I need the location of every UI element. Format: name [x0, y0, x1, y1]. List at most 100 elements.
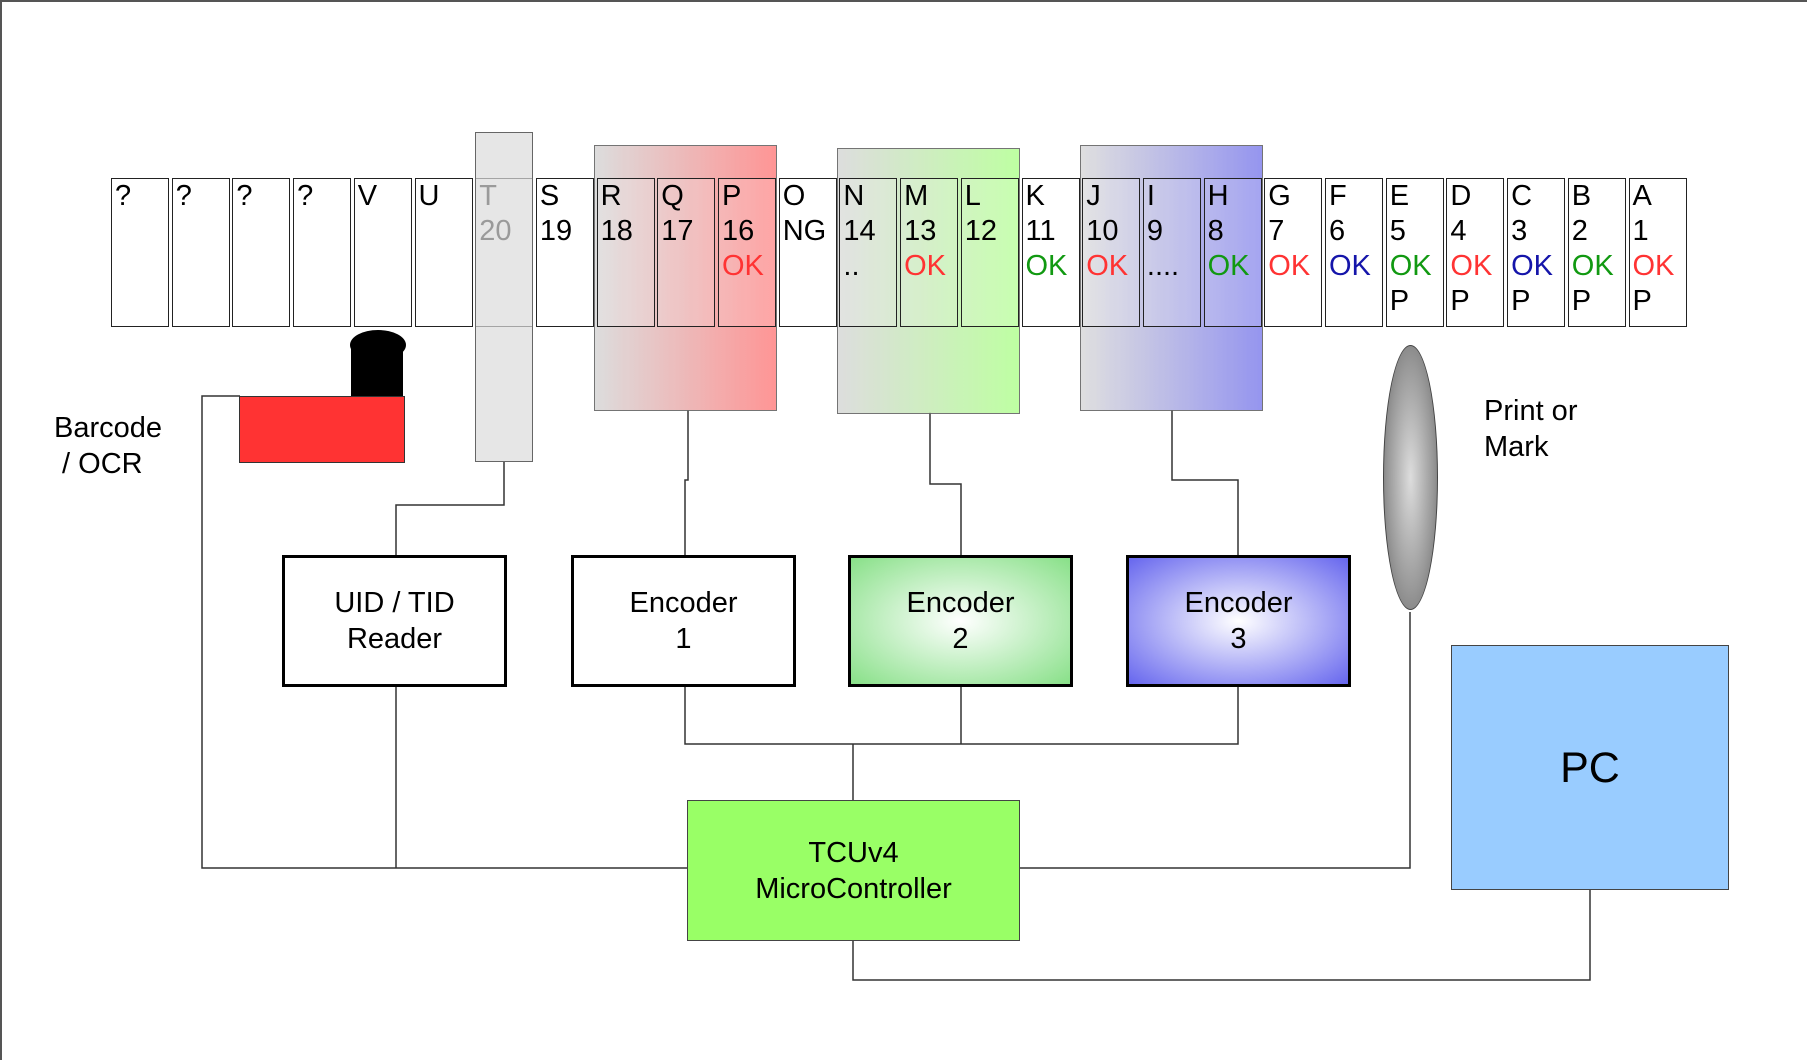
cell-letter: ? — [236, 180, 253, 212]
cell-status: OK — [1571, 250, 1614, 282]
cell-number: 7 — [1268, 215, 1285, 247]
cell-letter: V — [357, 180, 378, 212]
cell-number: 2 — [1571, 215, 1588, 247]
cell-mark — [601, 284, 654, 319]
cell-letter: J — [1086, 180, 1101, 212]
cell-number: 9 — [1146, 215, 1164, 247]
cell-number: 17 — [661, 215, 694, 247]
cell-status: OK — [1450, 250, 1493, 282]
cell-number — [176, 214, 229, 249]
cell-letter: B — [1571, 180, 1592, 212]
cell-mark — [904, 284, 957, 319]
cell-letter: M — [904, 180, 929, 212]
cell-mark — [1147, 284, 1200, 319]
cell-status: OK — [1207, 250, 1250, 282]
cell-status: .... — [1146, 250, 1180, 282]
cell-letter: D — [1450, 180, 1472, 212]
cell-number: 1 — [1632, 215, 1649, 247]
cell-status — [358, 249, 411, 284]
encoder3-zone — [1080, 145, 1263, 411]
cell-letter: I — [1146, 180, 1155, 212]
cell-number: 6 — [1329, 215, 1346, 247]
cell-letter: C — [1511, 180, 1533, 212]
cell-number: NG — [782, 215, 827, 247]
cell-mark — [1208, 284, 1261, 319]
cell-status: OK — [1511, 250, 1553, 282]
cell-number: 14 — [843, 215, 876, 247]
conveyor-cell: ? — [232, 178, 291, 327]
cell-mark: P — [1389, 285, 1410, 317]
cell-status: .. — [843, 250, 860, 282]
barcode-label: Barcode / OCR — [54, 412, 163, 480]
cell-status: OK — [1389, 250, 1432, 282]
cell-letter: Q — [661, 180, 684, 212]
cell-number — [419, 214, 472, 249]
wire-reader-tower — [395, 462, 505, 555]
reader-block: UID / TID Reader — [282, 555, 507, 687]
conveyor-cell: ? — [171, 178, 230, 327]
cell-mark — [540, 284, 593, 319]
cell-mark — [1086, 284, 1139, 319]
encoder2-block: Encoder 2 — [848, 555, 1073, 687]
encoder2-zone — [837, 148, 1020, 414]
cell-letter: G — [1268, 180, 1291, 212]
cell-number: 3 — [1511, 215, 1528, 247]
cell-status — [419, 249, 472, 284]
encoder3-block: Encoder 3 — [1126, 555, 1351, 687]
cell-status — [783, 249, 836, 284]
cell-number: 8 — [1207, 215, 1224, 247]
microcontroller-block: TCUv4 MicroController — [687, 800, 1020, 941]
cell-status: OK — [722, 250, 764, 282]
encoder1-zone — [594, 145, 777, 411]
cell-mark: P — [1632, 285, 1652, 317]
cell-letter: P — [722, 180, 742, 212]
cell-number — [115, 214, 168, 249]
cell-status — [540, 249, 593, 284]
print-label: Print or Mark — [1484, 395, 1578, 463]
print-head — [1383, 345, 1438, 610]
cell-status — [965, 249, 1018, 284]
cell-number: 11 — [1025, 215, 1056, 247]
cell-mark: P — [1511, 285, 1531, 317]
cell-number: 10 — [1086, 215, 1119, 247]
cell-letter: ? — [175, 180, 192, 212]
cell-status: OK — [1329, 250, 1371, 282]
encoder1-block: Encoder 1 — [571, 555, 796, 687]
cell-status — [115, 249, 168, 284]
cell-letter: O — [782, 180, 806, 212]
cell-status: OK — [1086, 250, 1129, 282]
cell-mark — [843, 284, 896, 319]
cell-mark — [722, 284, 775, 319]
cell-number: 13 — [904, 215, 937, 247]
conveyor-cell: ? — [293, 178, 352, 327]
conveyor-cell: ? — [111, 178, 169, 327]
cell-letter: N — [843, 180, 865, 212]
cell-mark — [297, 284, 350, 319]
cell-mark — [176, 284, 229, 319]
cell-number: 16 — [722, 215, 755, 247]
wire-pc — [852, 890, 1591, 981]
cell-status: OK — [1632, 250, 1675, 282]
cell-mark — [419, 284, 472, 319]
cell-letter: H — [1207, 180, 1229, 212]
cell-number: 12 — [964, 215, 998, 247]
barcode-scanner-body — [239, 396, 405, 463]
cell-status — [297, 249, 350, 284]
cell-number — [297, 214, 350, 249]
cell-status — [601, 249, 654, 284]
wire-group1 — [684, 410, 689, 555]
conveyor-cell: U — [414, 178, 473, 327]
